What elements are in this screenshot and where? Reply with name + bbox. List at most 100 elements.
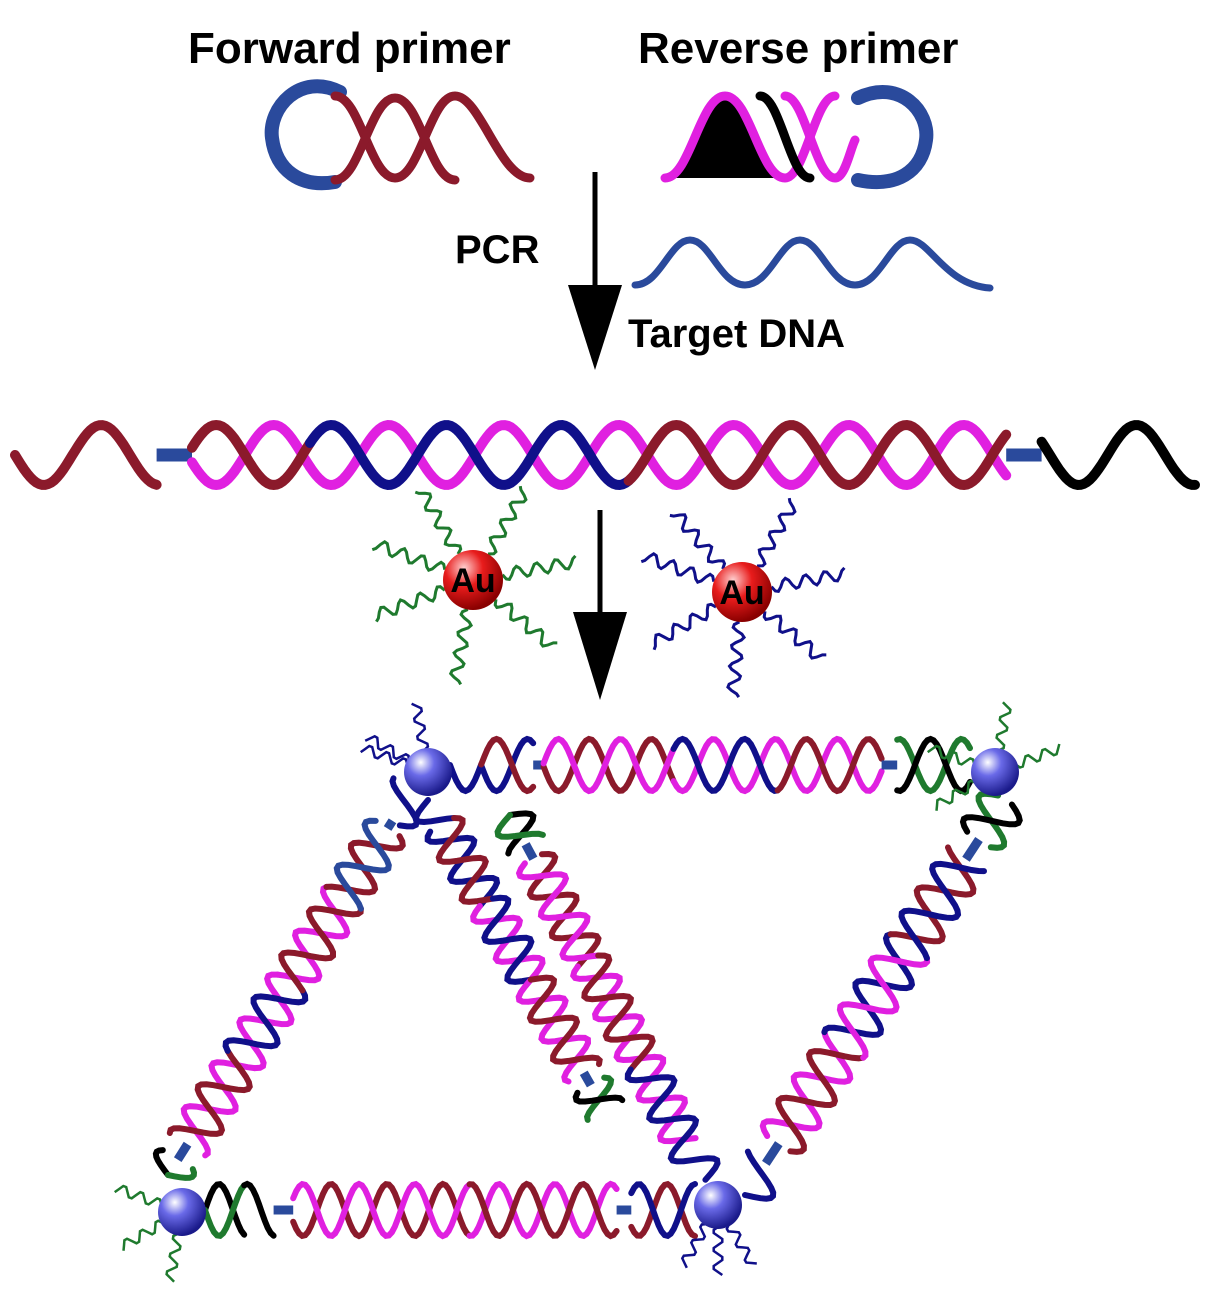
node-probe [725,1223,757,1265]
strand-segment [505,810,537,857]
node-probe [680,1222,708,1269]
node-probe [122,1219,164,1251]
strand-segment [515,976,592,1085]
strand-segment [10,420,162,490]
strand-segment [305,419,504,491]
linker-segment [521,842,538,861]
strand-segment [290,1180,473,1240]
strand-segment [898,860,987,962]
node-sphere [694,1181,742,1229]
strand-segment [165,1166,198,1181]
strand-segment [222,987,309,1054]
strand-segment [389,775,420,830]
probe-strand [726,620,747,698]
dna-nanoparticle-network [113,701,1061,1283]
strand-segment [623,419,870,491]
strand-segment [836,954,931,1061]
inner-diagonal-duplex-2 [494,810,721,1183]
strand-segment [583,1074,615,1123]
linker-segment [579,1070,595,1088]
strand-segment [166,1047,253,1137]
strand-segment [202,1181,248,1238]
node-sphere [158,1188,206,1236]
strand-segment [493,419,634,491]
strand-segment [493,419,634,491]
hybridization-arrow [573,510,627,700]
strand-segment [152,1147,171,1178]
strand-segment [624,1066,700,1152]
strand-segment [581,952,656,1073]
strand-segment [623,419,870,491]
node-probe [1014,743,1061,769]
strand-segment [466,1180,620,1240]
strand-segment [894,735,973,795]
right-edge-duplex [742,790,1023,1202]
forward-primer-graphic [264,79,535,191]
node-probe [935,779,977,811]
node-probe [926,744,976,766]
strand-segment [540,735,677,795]
target-dna-strand [631,236,994,292]
strand-segment [278,905,364,994]
strand-segment [887,844,977,945]
nanoparticle-node [359,702,452,796]
bottom-edge-duplex [202,1180,698,1240]
strand-segment [241,1180,277,1239]
gold-core [712,562,772,622]
strand-segment [859,419,1012,491]
strand-segment [290,1180,473,1240]
probe-strand [652,602,717,651]
node-probe [165,1232,182,1283]
node-probe [712,1225,724,1277]
node-probe [411,702,430,752]
gold-label: Au [450,562,495,600]
strand-segment [1036,420,1200,491]
strand-segment [466,1180,620,1240]
strand-segment [305,419,504,491]
gold-nanoparticle-green-probes: Au [371,485,577,686]
node-probe [995,701,1012,752]
node-sphere [971,748,1019,796]
node-probe [364,734,411,762]
top-edge-duplex [447,735,973,795]
strand-segment [447,761,485,795]
strand-segment [323,833,406,896]
gold-label: Au [719,574,764,612]
strand-segment [759,1029,854,1139]
pcr-label: PCR [455,228,540,272]
strand-segment [635,1053,699,1145]
strand-segment [628,1180,698,1239]
strand-segment [526,974,603,1068]
strand-segment [742,1148,777,1202]
linker-segment [962,837,983,862]
node-probe [359,744,409,766]
probe-strand [669,513,727,570]
strand-segment [202,1182,248,1239]
strand-segment [481,894,535,985]
probe-strand [762,611,827,660]
probe-strand [493,599,558,648]
target-dna-label: Target DNA [628,312,846,356]
strand-segment [775,1048,867,1155]
product-duplex-strands [10,419,1200,491]
pcr-product-duplex [10,419,1200,491]
strand-segment [413,797,458,826]
strand-segment [515,860,602,962]
strand-segment [187,419,315,491]
strand-segment [667,1145,721,1183]
strand-segment [435,815,496,905]
strand-segment [478,735,537,795]
strand-segment [628,1181,698,1240]
forward-primer-label: Forward primer [188,24,511,73]
gold-nanoparticle-blue-probes: Au [640,497,846,698]
strand-segment [894,735,973,795]
strand-segment [494,812,546,840]
reverse-primer-graphic [660,85,934,190]
reverse-primer-label: Reverse primer [638,24,959,73]
strand-segment [572,1089,626,1105]
strand-segment [333,817,392,912]
probe-strand [375,585,446,623]
probe-strand [640,552,716,585]
